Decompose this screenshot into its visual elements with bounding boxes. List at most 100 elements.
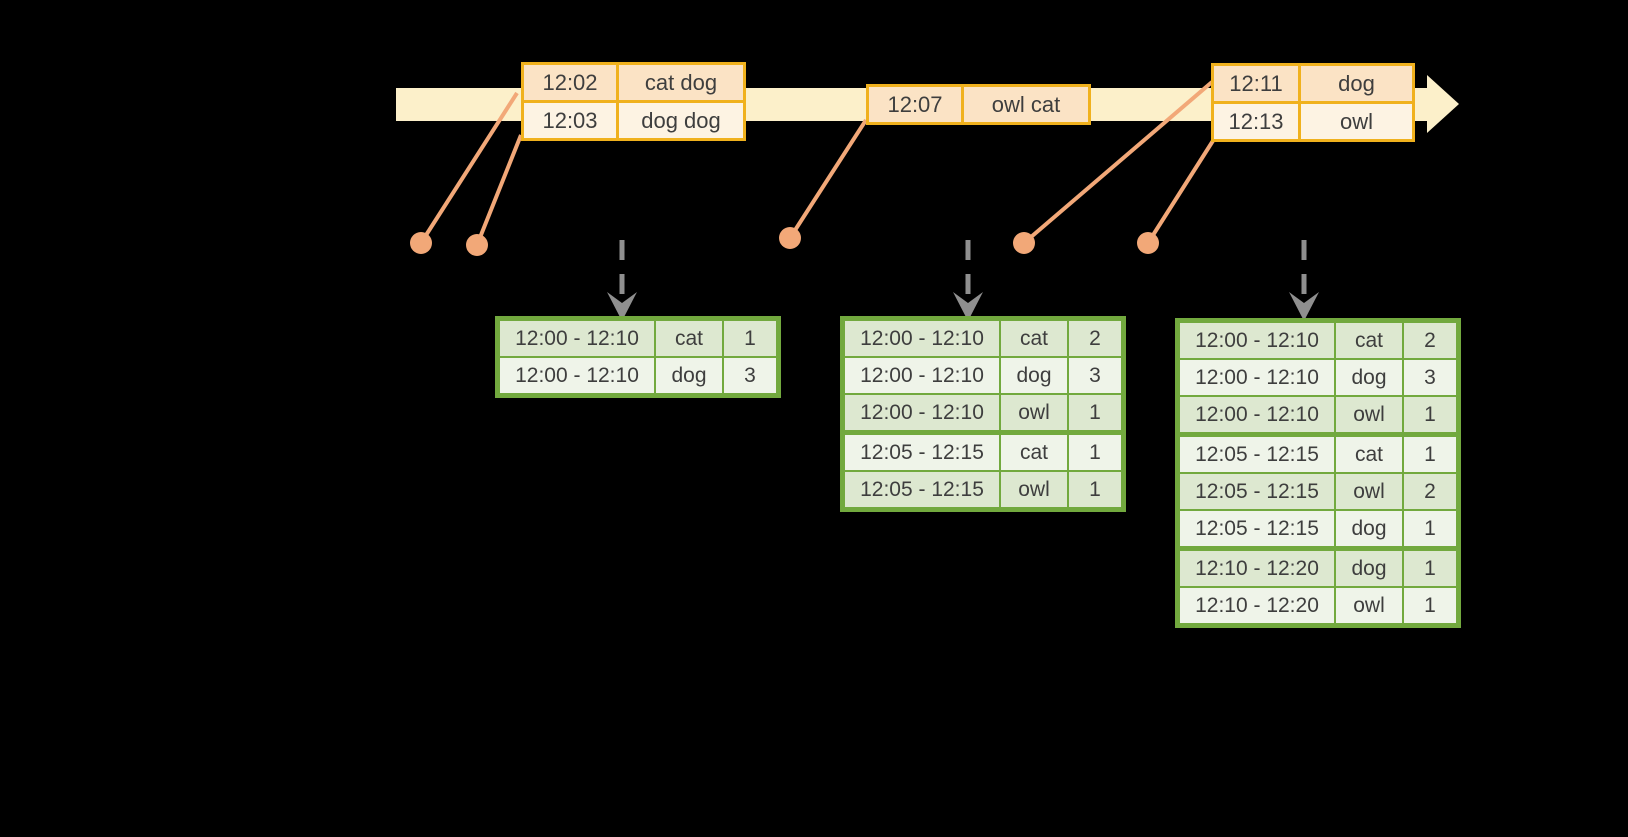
- window-cell: 12:05 - 12:15: [841, 430, 1001, 472]
- word-cell: dog: [1334, 509, 1404, 550]
- count-cell: 1: [1402, 586, 1460, 627]
- word-cell: cat: [1334, 432, 1404, 474]
- window-cell: 12:00 - 12:10: [1176, 319, 1336, 360]
- table-row: 12:05 - 12:15 owl 2: [1176, 472, 1460, 511]
- result-table-3: 12:00 - 12:10 cat 2 12:00 - 12:10 dog 3 …: [1175, 318, 1461, 628]
- table-row: 12:05 - 12:15 dog 1: [1176, 509, 1460, 550]
- table-row: 12:00 - 12:10 cat 2: [841, 317, 1125, 358]
- table-row: 12:02 cat dog: [521, 62, 746, 103]
- table-row: 12:11 dog: [1211, 63, 1415, 104]
- word-cell: cat: [1334, 319, 1404, 360]
- table-row: 12:00 - 12:10 cat 1: [496, 317, 780, 358]
- window-cell: 12:05 - 12:15: [1176, 472, 1336, 511]
- event-words-cell: cat dog: [616, 62, 746, 103]
- event-table-2: 12:07 owl cat: [866, 84, 1091, 125]
- result-table-2: 12:00 - 12:10 cat 2 12:00 - 12:10 dog 3 …: [840, 316, 1126, 512]
- count-cell: 1: [1402, 432, 1460, 474]
- window-cell: 12:00 - 12:10: [841, 356, 1001, 395]
- trigger-arrow-heads: [607, 292, 1319, 321]
- event-words-cell: dog dog: [616, 100, 746, 141]
- event-time-cell: 12:07: [866, 84, 964, 125]
- count-cell: 1: [1402, 509, 1460, 550]
- window-cell: 12:10 - 12:20: [1176, 546, 1336, 588]
- event-words-cell: dog: [1298, 63, 1415, 104]
- event-time-cell: 12:02: [521, 62, 619, 103]
- table-row: 12:05 - 12:15 cat 1: [841, 430, 1125, 472]
- window-cell: 12:10 - 12:20: [1176, 586, 1336, 627]
- connector-line: [788, 118, 868, 240]
- word-cell: owl: [999, 470, 1069, 511]
- count-cell: 3: [722, 356, 780, 397]
- event-time-cell: 12:03: [521, 100, 619, 141]
- window-cell: 12:00 - 12:10: [1176, 358, 1336, 397]
- window-cell: 12:00 - 12:10: [496, 356, 656, 397]
- count-cell: 1: [1067, 393, 1125, 434]
- result-table-1: 12:00 - 12:10 cat 1 12:00 - 12:10 dog 3: [495, 316, 781, 398]
- word-cell: cat: [999, 430, 1069, 472]
- word-cell: cat: [654, 317, 724, 358]
- window-cell: 12:00 - 12:10: [496, 317, 656, 358]
- window-cell: 12:05 - 12:15: [841, 470, 1001, 511]
- event-dot: [410, 232, 432, 254]
- timeline-arrowhead-icon: [1427, 75, 1459, 133]
- count-cell: 1: [1402, 395, 1460, 436]
- event-table-3: 12:11 dog 12:13 owl: [1211, 63, 1415, 142]
- table-row: 12:00 - 12:10 owl 1: [1176, 395, 1460, 436]
- word-cell: owl: [1334, 472, 1404, 511]
- table-row: 12:05 - 12:15 cat 1: [1176, 432, 1460, 474]
- table-row: 12:05 - 12:15 owl 1: [841, 470, 1125, 511]
- event-words-cell: owl cat: [961, 84, 1091, 125]
- table-row: 12:00 - 12:10 dog 3: [841, 356, 1125, 395]
- count-cell: 3: [1402, 358, 1460, 397]
- word-cell: owl: [1334, 586, 1404, 627]
- window-cell: 12:05 - 12:15: [1176, 432, 1336, 474]
- word-cell: cat: [999, 317, 1069, 358]
- event-time-cell: 12:13: [1211, 101, 1301, 142]
- event-table-1: 12:02 cat dog 12:03 dog dog: [521, 62, 746, 141]
- event-time-cell: 12:11: [1211, 63, 1301, 104]
- word-cell: owl: [1334, 395, 1404, 436]
- trigger-arrowhead-icon: [1289, 292, 1319, 321]
- window-cell: 12:00 - 12:10: [1176, 395, 1336, 436]
- table-row: 12:00 - 12:10 cat 2: [1176, 319, 1460, 360]
- connector-line: [1022, 80, 1214, 245]
- table-row: 12:03 dog dog: [521, 100, 746, 141]
- event-dot: [1013, 232, 1035, 254]
- event-dots: [410, 227, 1159, 256]
- trigger-arrowhead-icon: [953, 292, 983, 321]
- count-cell: 1: [1067, 430, 1125, 472]
- word-cell: dog: [654, 356, 724, 397]
- word-cell: dog: [999, 356, 1069, 395]
- table-row: 12:13 owl: [1211, 101, 1415, 142]
- word-cell: dog: [1334, 546, 1404, 588]
- table-row: 12:00 - 12:10 dog 3: [1176, 358, 1460, 397]
- count-cell: 2: [1067, 317, 1125, 358]
- window-cell: 12:00 - 12:10: [841, 393, 1001, 434]
- table-row: 12:10 - 12:20 owl 1: [1176, 586, 1460, 627]
- window-cell: 12:00 - 12:10: [841, 317, 1001, 358]
- trigger-arrow-shafts: [619, 240, 1307, 298]
- trigger-arrowhead-icon: [607, 292, 637, 321]
- table-row: 12:10 - 12:20 dog 1: [1176, 546, 1460, 588]
- event-dot: [779, 227, 801, 249]
- table-row: 12:00 - 12:10 dog 3: [496, 356, 780, 397]
- table-row: 12:00 - 12:10 owl 1: [841, 393, 1125, 434]
- count-cell: 2: [1402, 472, 1460, 511]
- count-cell: 1: [1402, 546, 1460, 588]
- word-cell: owl: [999, 393, 1069, 434]
- window-cell: 12:05 - 12:15: [1176, 509, 1336, 550]
- count-cell: 1: [722, 317, 780, 358]
- table-row: 12:07 owl cat: [866, 84, 1091, 125]
- event-connector-lines: [419, 80, 1218, 246]
- event-dot: [1137, 232, 1159, 254]
- word-cell: dog: [1334, 358, 1404, 397]
- count-cell: 1: [1067, 470, 1125, 511]
- count-cell: 3: [1067, 356, 1125, 395]
- event-words-cell: owl: [1298, 101, 1415, 142]
- event-dot: [466, 234, 488, 256]
- connector-line: [475, 134, 523, 246]
- count-cell: 2: [1402, 319, 1460, 360]
- connector-line: [419, 91, 519, 245]
